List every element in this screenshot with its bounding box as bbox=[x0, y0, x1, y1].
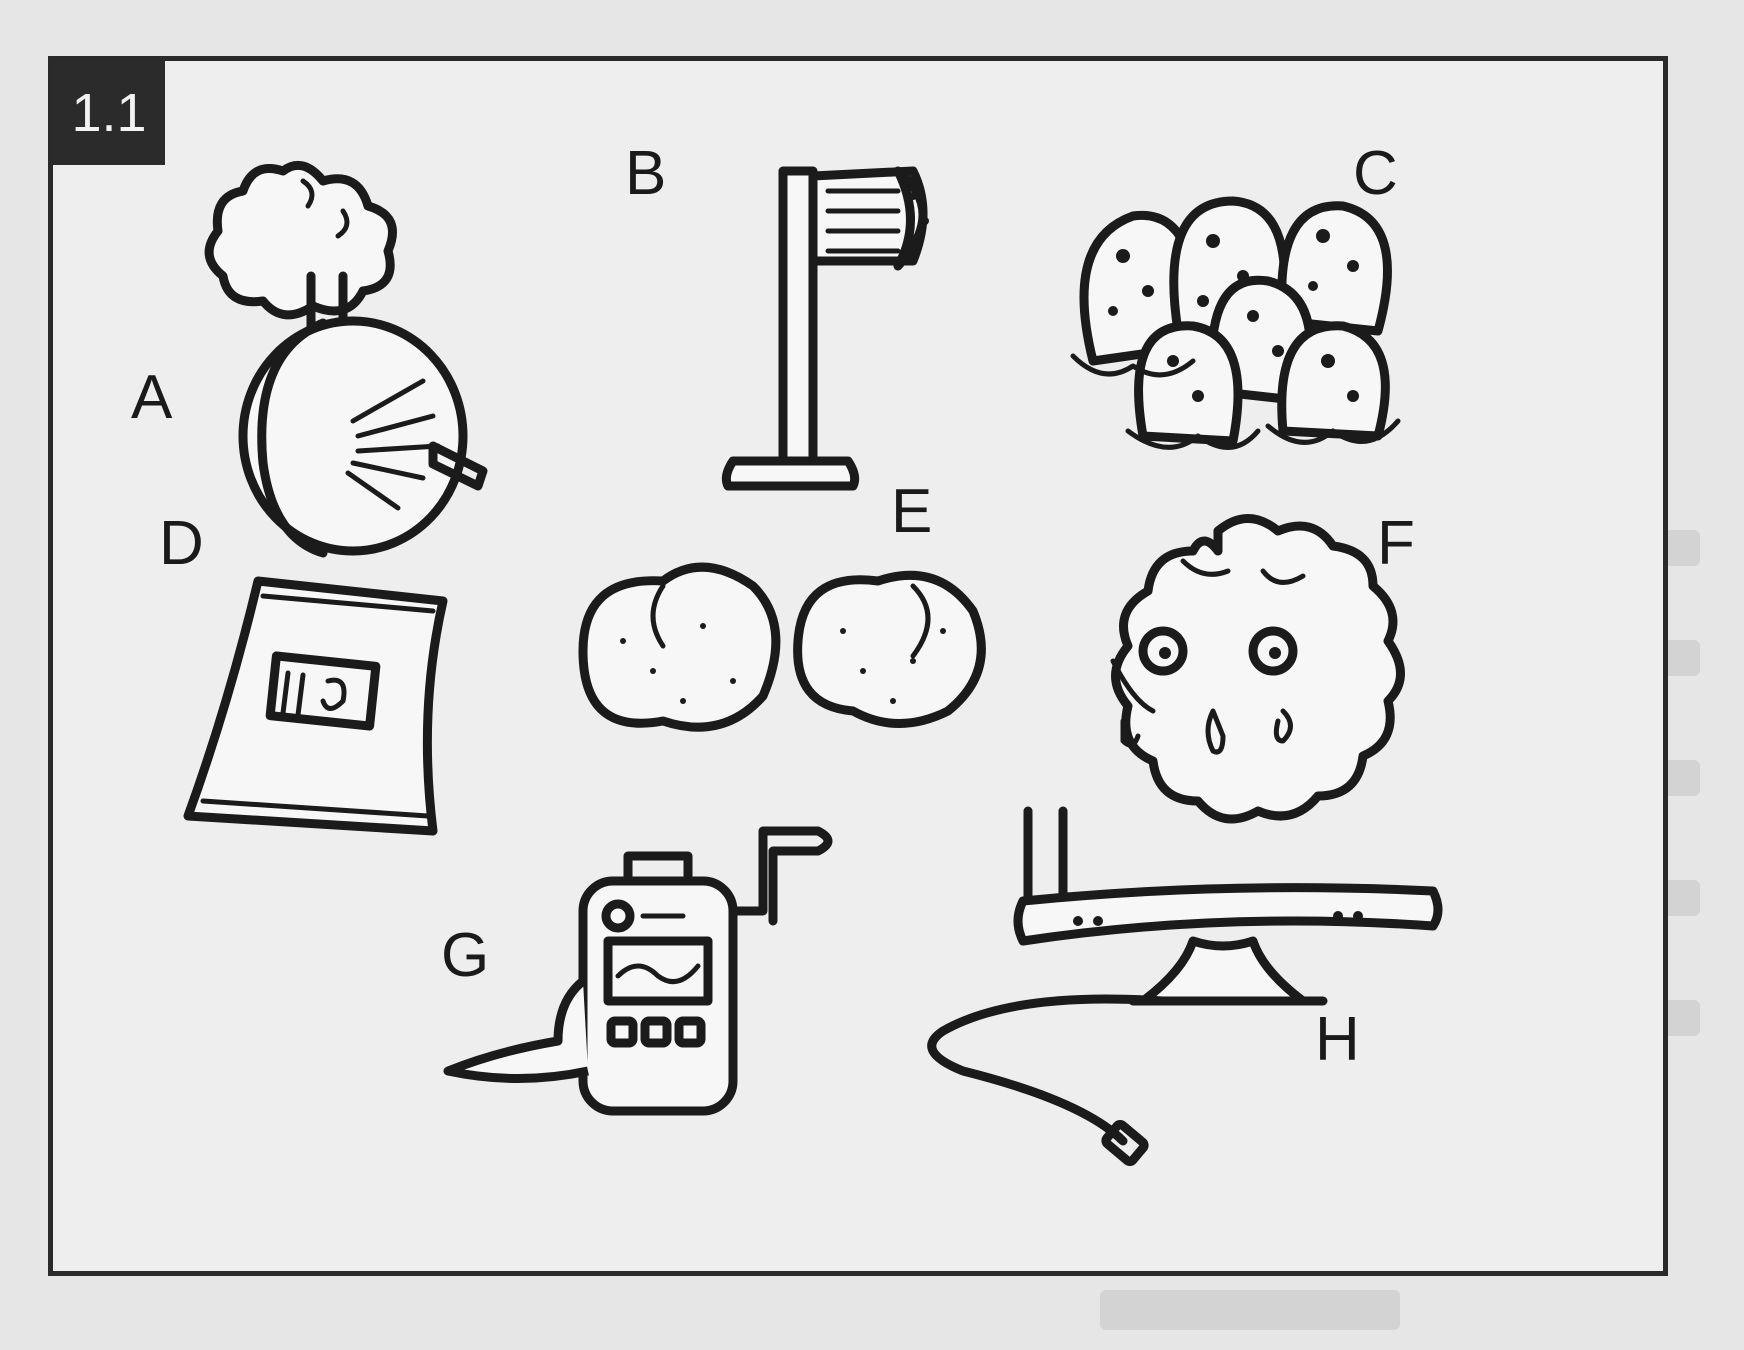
item-label-a: A bbox=[131, 363, 173, 432]
figure-number-tab: 1.1 bbox=[53, 61, 165, 165]
spray-ball-icon bbox=[204, 160, 488, 558]
item-label-h: H bbox=[1315, 1005, 1360, 1074]
speckled-eggs-icon bbox=[578, 562, 986, 732]
sealed-packet-icon bbox=[183, 576, 448, 836]
curved-bar-display-icon bbox=[927, 806, 1443, 1166]
item-label-d: D bbox=[159, 509, 204, 578]
item-label-b: B bbox=[625, 139, 667, 208]
item-label-e: E bbox=[891, 477, 933, 546]
spotted-mushrooms-icon bbox=[1070, 196, 1401, 450]
fuzzy-blob-creature-icon bbox=[1110, 514, 1405, 824]
hand-crank-device-icon bbox=[443, 826, 833, 1116]
item-label-c: C bbox=[1353, 139, 1398, 208]
brush-stand-icon bbox=[721, 166, 929, 491]
figure-illustrations bbox=[183, 160, 1443, 1166]
item-label-f: F bbox=[1377, 509, 1415, 578]
item-label-g: G bbox=[441, 921, 490, 990]
figure-panel: 1.1 bbox=[48, 56, 1668, 1276]
